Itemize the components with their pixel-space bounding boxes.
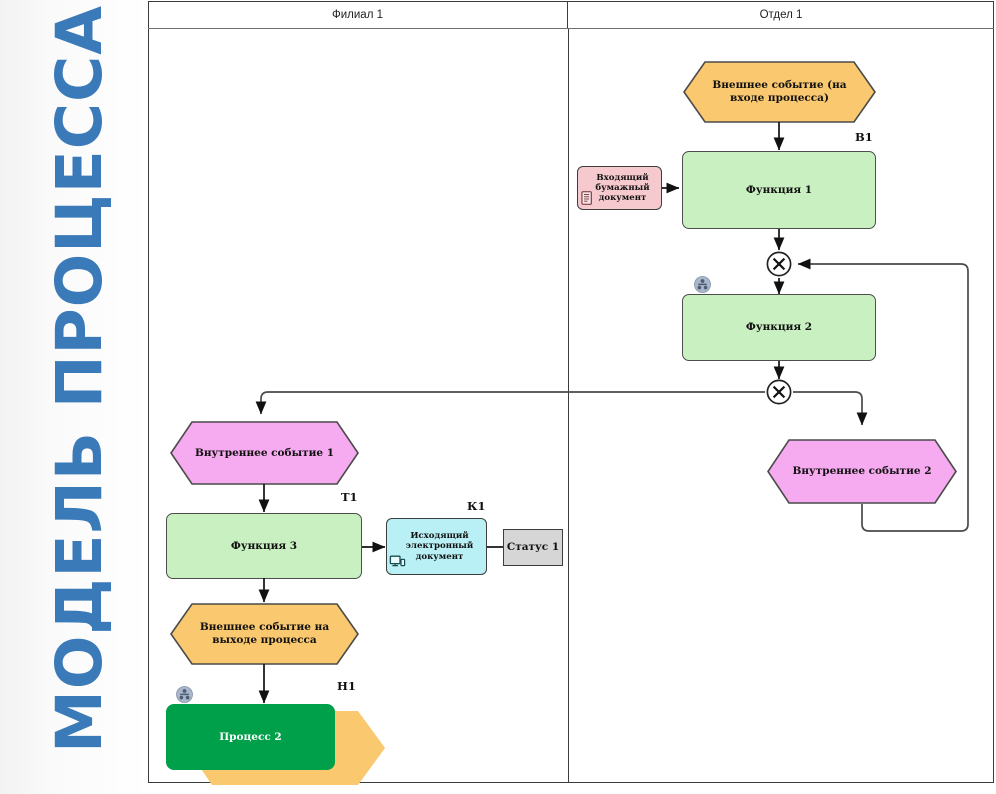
hexagon-shape: [170, 421, 359, 485]
node-function-3[interactable]: Функция 3: [166, 513, 362, 579]
page-title: МОДЕЛЬ ПРОЦЕССА: [42, 5, 116, 753]
node-outgoing-electronic-document[interactable]: Исходящий электронный документ: [386, 518, 487, 575]
node-internal-event-2[interactable]: Внутреннее событие 2: [767, 439, 957, 504]
group-role-icon: [694, 276, 711, 293]
hexagon-shape: [767, 439, 957, 504]
side-title-band: МОДЕЛЬ ПРОЦЕССА: [0, 0, 148, 794]
node-external-start-event[interactable]: Внешнее событие (на входе процесса): [683, 61, 876, 123]
lane-header-row: Филиал 1 Отдел 1: [148, 1, 994, 29]
node-label: Процесс 2: [219, 730, 282, 743]
lane-header-filial: Филиал 1: [148, 1, 568, 28]
node-label: Функция 3: [230, 539, 298, 552]
group-role-icon: [176, 686, 193, 703]
node-label: Исходящий электронный документ: [405, 531, 474, 562]
lane-divider: [568, 29, 569, 783]
node-incoming-paper-document[interactable]: Входящий бумажный документ: [577, 166, 662, 210]
node-external-end-event[interactable]: Внешнее событие на выходе процесса: [170, 603, 359, 665]
lane-header-otdel: Отдел 1: [759, 8, 803, 21]
tag-n1: Н1: [337, 679, 356, 693]
gateway-1-xor[interactable]: [766, 251, 792, 277]
hexagon-shape: [170, 603, 359, 665]
paper-document-icon: [581, 191, 592, 205]
hexagon-shape: [683, 61, 876, 123]
node-internal-event-1[interactable]: Внутреннее событие 1: [170, 421, 359, 485]
tag-b1: В1: [855, 130, 873, 144]
tag-k1: К1: [467, 499, 486, 513]
node-label: Статус 1: [506, 541, 560, 554]
node-process-2[interactable]: Процесс 2: [166, 704, 335, 770]
monitor-icon: [389, 555, 406, 567]
node-status-1[interactable]: Статус 1: [503, 529, 563, 566]
node-label: Функция 2: [745, 321, 813, 334]
tag-t1: Т1: [341, 490, 358, 504]
node-label: Функция 1: [745, 183, 813, 196]
gateway-2-xor[interactable]: [766, 379, 792, 405]
node-function-2[interactable]: Функция 2: [682, 294, 876, 361]
node-label: Входящий бумажный документ: [595, 172, 650, 204]
node-function-1[interactable]: Функция 1: [682, 151, 876, 229]
